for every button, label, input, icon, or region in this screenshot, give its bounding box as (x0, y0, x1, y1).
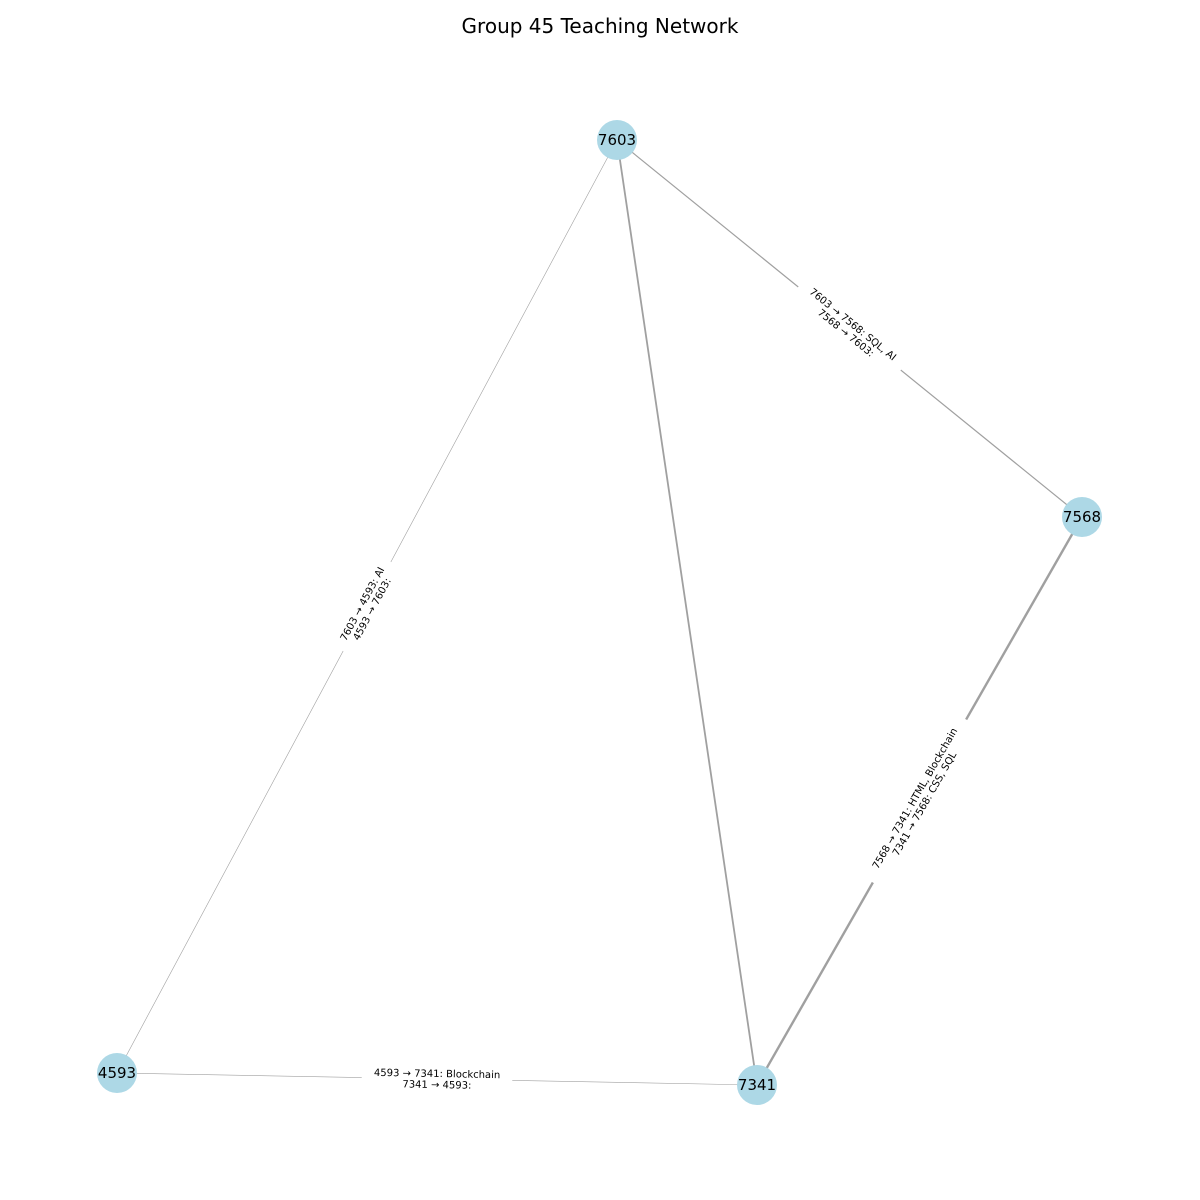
edge-label-background (790, 276, 909, 381)
diagram-title: Group 45 Teaching Network (462, 14, 739, 38)
edge-label-background (861, 713, 978, 889)
node-label: 7603 (598, 131, 636, 149)
node-7603: 7603 (597, 120, 637, 160)
node-7568: 7568 (1062, 497, 1102, 537)
node-circle (97, 1053, 137, 1093)
edge-label-background (361, 1064, 513, 1094)
node-7341: 7341 (737, 1065, 777, 1105)
node-circle (597, 120, 637, 160)
node-circle (737, 1065, 777, 1105)
edge-label-line: 4593 → 7341: Blockchain (374, 1068, 500, 1081)
node-label: 7341 (738, 1076, 776, 1094)
edges-layer (116, 139, 1084, 1086)
edge-label-background (331, 555, 403, 658)
node-circle (1062, 497, 1102, 537)
edge-label-line: 7341 → 4593: (402, 1079, 471, 1091)
node-label: 7568 (1063, 508, 1101, 526)
nodes-layer: 7603 7568 4593 7341 (97, 120, 1102, 1105)
edge-label-line: 7603 → 7568: SQL, AI (807, 287, 898, 364)
edge-label-line: 7568 → 7341: HTML, Blockchain (871, 726, 960, 871)
node-label: 4593 (98, 1064, 136, 1082)
node-4593: 4593 (97, 1053, 137, 1093)
edge-7603-7341 (616, 139, 758, 1086)
